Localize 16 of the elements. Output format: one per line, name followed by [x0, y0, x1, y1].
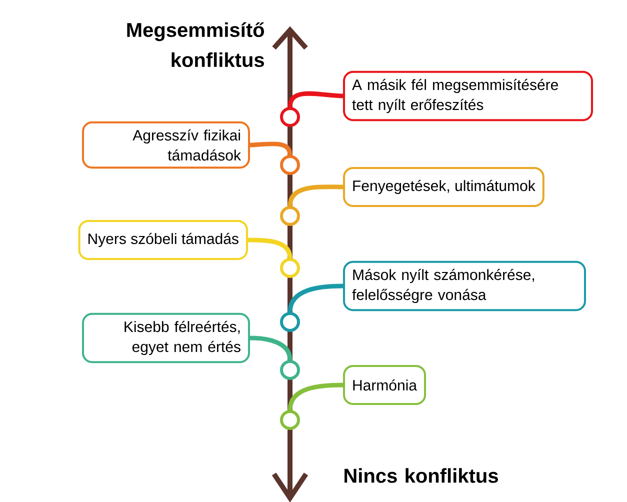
label-box: A másik fél megsemmisítésére tett nyílt erőfeszítés	[343, 70, 593, 122]
connector-line	[250, 336, 292, 360]
axis-label: Megsemmisítő konfliktus	[127, 22, 264, 68]
label-box: Harmónia	[343, 364, 426, 405]
label-box: Agresszív fizikai támadások	[82, 121, 250, 169]
label-box: Fenyegetések, ultimátumok	[343, 166, 544, 207]
label-box: Mások nyílt számonkérése, felelősségre vonása	[343, 260, 586, 312]
connector-line	[288, 184, 344, 206]
connector-line	[250, 142, 292, 156]
label-box: Nyers szóbeli támadás	[78, 220, 248, 260]
axis-label: Nincs konfliktus	[344, 468, 498, 483]
connector-line	[288, 284, 344, 312]
label-box: Kisebb félreértés, egyet nem értés	[82, 312, 250, 364]
connector-line	[248, 238, 292, 258]
connector-line	[288, 382, 344, 410]
connector-line	[288, 91, 344, 108]
